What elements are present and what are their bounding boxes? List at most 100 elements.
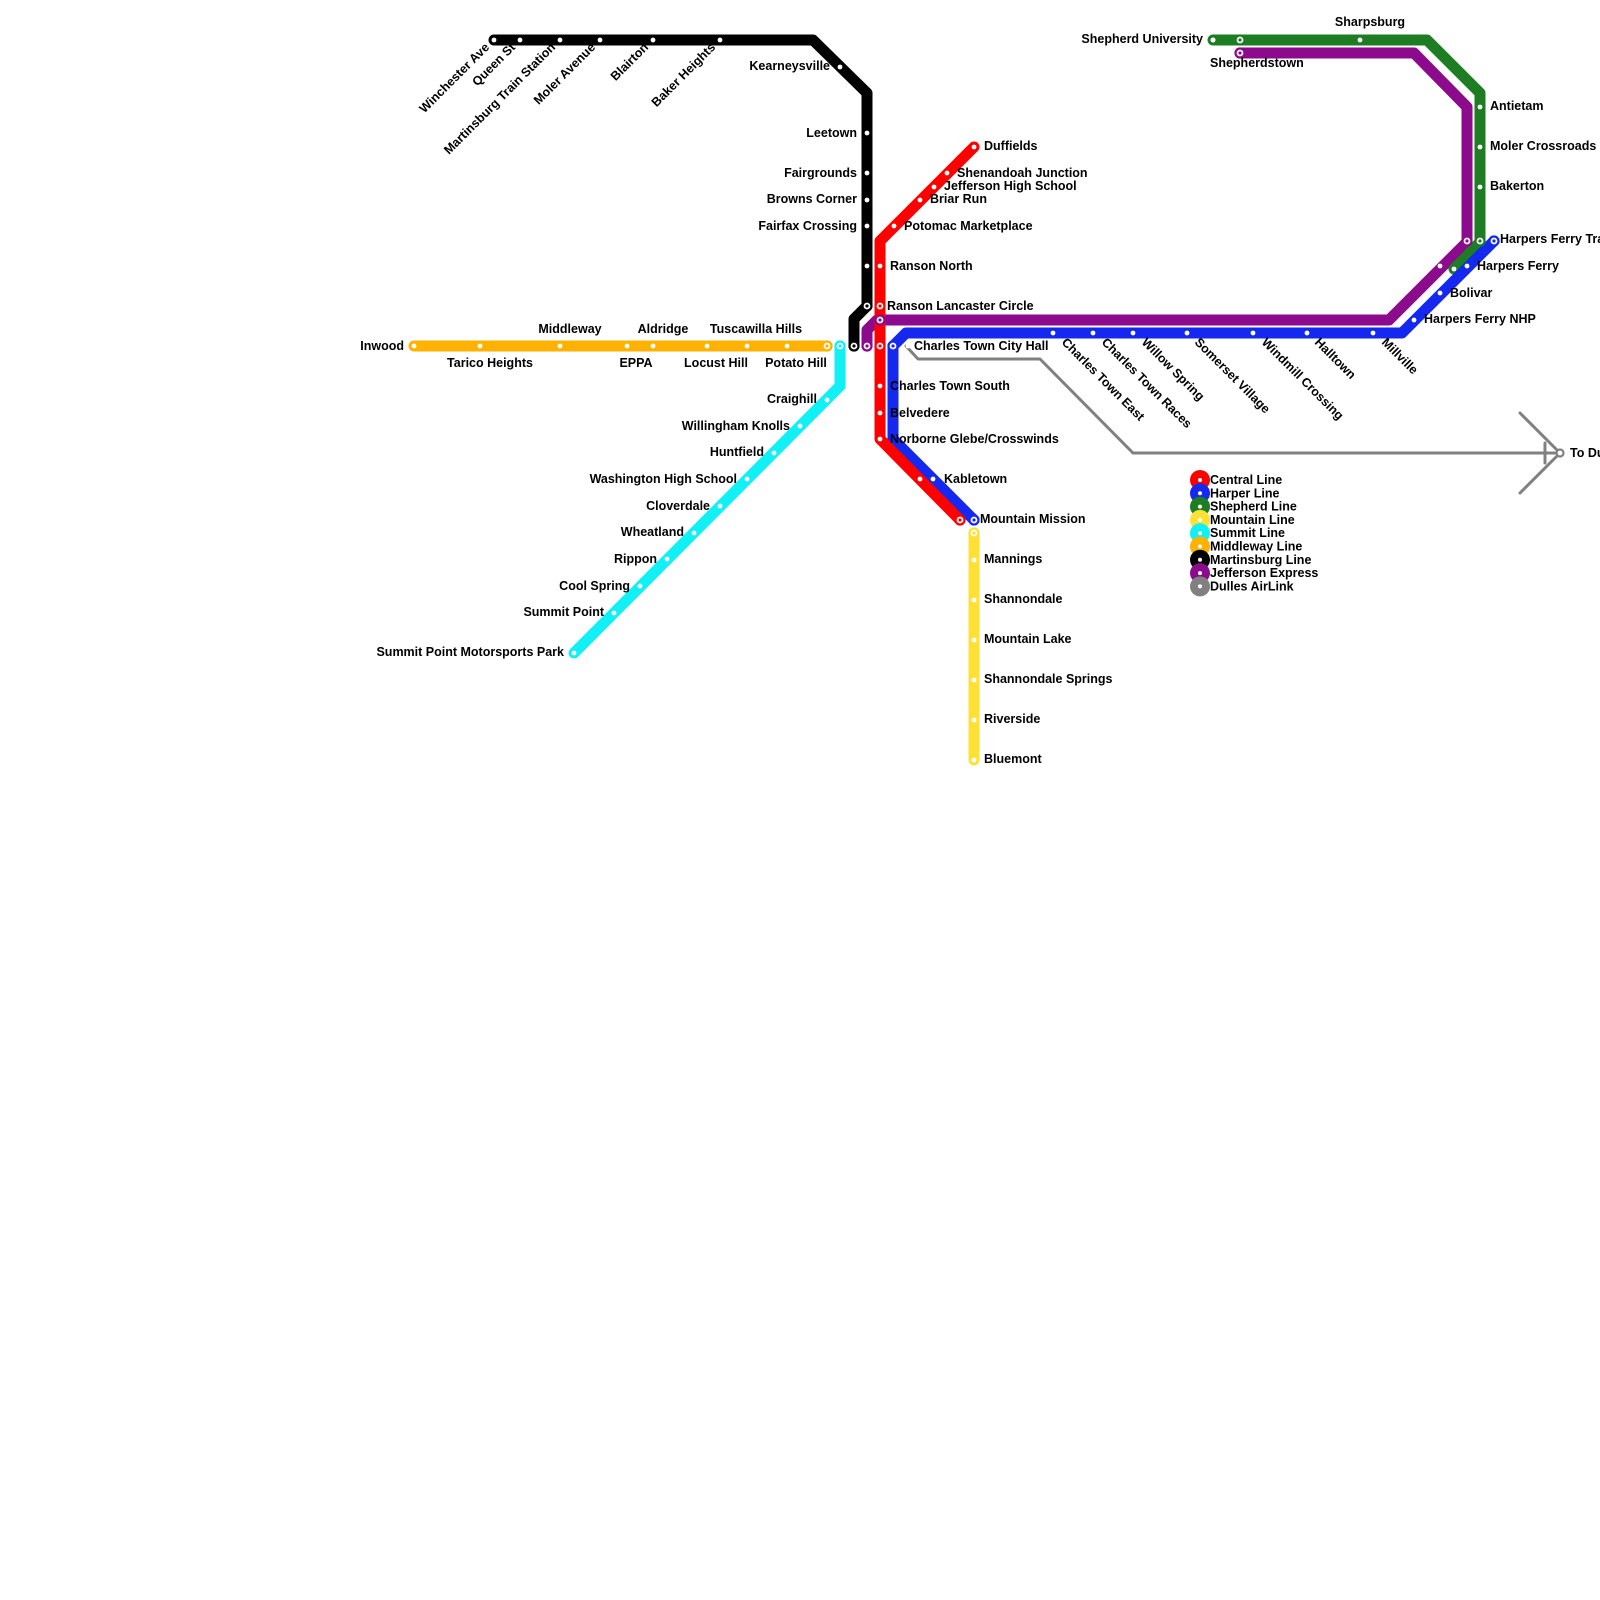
station-label[interactable]: Moler Crossroads [1490, 139, 1596, 153]
station-dot[interactable] [1477, 144, 1483, 150]
station-dot[interactable] [824, 397, 830, 403]
station-label[interactable]: Cloverdale [646, 499, 710, 513]
station-label[interactable]: Potomac Marketplace [904, 219, 1033, 233]
station-dot[interactable] [637, 583, 643, 589]
station-dot[interactable] [717, 503, 723, 509]
station-label[interactable]: Shannondale Springs [984, 672, 1113, 686]
station-dot[interactable] [1370, 330, 1376, 336]
station-label[interactable]: Tuscawilla Hills [710, 322, 802, 336]
station-dot[interactable] [650, 343, 656, 349]
station-dot[interactable] [944, 170, 950, 176]
station-dot[interactable] [1437, 290, 1443, 296]
station-dot[interactable] [1411, 317, 1417, 323]
station-dot[interactable] [864, 223, 870, 229]
station-label[interactable]: Norborne Glebe/Crosswinds [890, 432, 1059, 446]
station-label[interactable]: Summit Point Motorsports Park [376, 645, 564, 659]
station-dot[interactable] [1184, 330, 1190, 336]
station-label[interactable]: Harpers Ferry Train Station [1500, 232, 1600, 246]
station-label[interactable]: Potato Hill [765, 356, 827, 370]
station-dot[interactable] [971, 717, 977, 723]
station-label[interactable]: Riverside [984, 712, 1040, 726]
station-dot[interactable] [784, 343, 790, 349]
station-dot[interactable] [917, 197, 923, 203]
station-dot[interactable] [1050, 330, 1056, 336]
station-label[interactable]: Washington High School [590, 472, 737, 486]
station-dot[interactable] [837, 64, 843, 70]
station-dot[interactable] [905, 343, 911, 349]
station-dot[interactable] [1090, 330, 1096, 336]
station-label[interactable]: Shannondale [984, 592, 1063, 606]
station-dot[interactable] [971, 677, 977, 683]
station-dot[interactable] [624, 343, 630, 349]
station-label[interactable]: Leetown [806, 126, 857, 140]
station-label[interactable]: Bluemont [984, 752, 1042, 766]
station-dot[interactable] [1130, 330, 1136, 336]
station-dot[interactable] [571, 650, 577, 656]
station-dot[interactable] [864, 170, 870, 176]
station-label[interactable]: Summit Point [523, 605, 604, 619]
station-label[interactable]: Browns Corner [767, 192, 857, 206]
station-dot[interactable] [891, 223, 897, 229]
station-label[interactable]: Huntfield [710, 445, 764, 459]
station-dot[interactable] [1477, 104, 1483, 110]
station-label[interactable]: Mannings [984, 552, 1042, 566]
station-label[interactable]: Halltown [1312, 335, 1359, 382]
station-label[interactable]: Charles Town City Hall [914, 339, 1049, 353]
station-label[interactable]: Mountain Lake [984, 632, 1072, 646]
station-dot[interactable] [1451, 266, 1457, 272]
station-dot[interactable] [557, 343, 563, 349]
station-dot[interactable] [744, 476, 750, 482]
station-label[interactable]: Rippon [614, 552, 657, 566]
station-label[interactable]: Millville [1379, 335, 1421, 377]
station-dot[interactable] [971, 557, 977, 563]
station-label[interactable]: Kearneysville [749, 59, 830, 73]
station-dot[interactable] [971, 144, 977, 150]
station-label[interactable]: Inwood [360, 339, 404, 353]
station-label[interactable]: Mountain Mission [980, 512, 1086, 526]
station-label[interactable]: Ranson Lancaster Circle [887, 299, 1034, 313]
station-label[interactable]: Middleway [538, 322, 601, 336]
station-label[interactable]: Charles Town South [890, 379, 1010, 393]
station-label[interactable]: Kabletown [944, 472, 1007, 486]
station-dot[interactable] [517, 37, 523, 43]
station-label[interactable]: Shenandoah Junction [957, 166, 1088, 180]
station-label[interactable]: Harpers Ferry NHP [1424, 312, 1536, 326]
station-dot[interactable] [704, 343, 710, 349]
station-dot[interactable] [877, 436, 883, 442]
station-dot[interactable] [1250, 330, 1256, 336]
station-dot[interactable] [931, 184, 937, 190]
station-dot[interactable] [864, 130, 870, 136]
station-label[interactable]: Somerset Village [1192, 335, 1273, 416]
station-dot[interactable] [864, 197, 870, 203]
station-label[interactable]: Harpers Ferry [1477, 259, 1559, 273]
station-label[interactable]: Jefferson High School [944, 179, 1077, 193]
station-dot[interactable] [597, 37, 603, 43]
station-dot[interactable] [971, 637, 977, 643]
station-label[interactable]: Cool Spring [559, 579, 630, 593]
station-dot[interactable] [664, 556, 670, 562]
airport-terminal-ring[interactable] [1555, 448, 1565, 458]
station-dot[interactable] [930, 476, 936, 482]
station-label[interactable]: Ranson North [890, 259, 973, 273]
station-dot[interactable] [877, 410, 883, 416]
station-dot[interactable] [971, 597, 977, 603]
airport-label[interactable]: To Dulles Airport [1570, 446, 1600, 460]
station-label[interactable]: Briar Run [930, 192, 987, 206]
station-dot[interactable] [971, 757, 977, 763]
station-dot[interactable] [411, 343, 417, 349]
station-dot[interactable] [877, 383, 883, 389]
station-label[interactable]: Craighill [767, 392, 817, 406]
station-label[interactable]: Shepherd University [1081, 32, 1203, 46]
station-label[interactable]: Fairgrounds [784, 166, 857, 180]
station-label[interactable]: Antietam [1490, 99, 1543, 113]
station-label[interactable]: Bolivar [1450, 286, 1493, 300]
station-dot[interactable] [1304, 330, 1310, 336]
station-label[interactable]: Bakerton [1490, 179, 1544, 193]
station-dot[interactable] [691, 530, 697, 536]
station-label[interactable]: Wheatland [621, 525, 684, 539]
station-label[interactable]: Sharpsburg [1335, 15, 1405, 29]
station-dot[interactable] [557, 37, 563, 43]
station-dot[interactable] [877, 263, 883, 269]
station-label[interactable]: Duffields [984, 139, 1038, 153]
station-label[interactable]: Baker Heights [649, 40, 718, 109]
